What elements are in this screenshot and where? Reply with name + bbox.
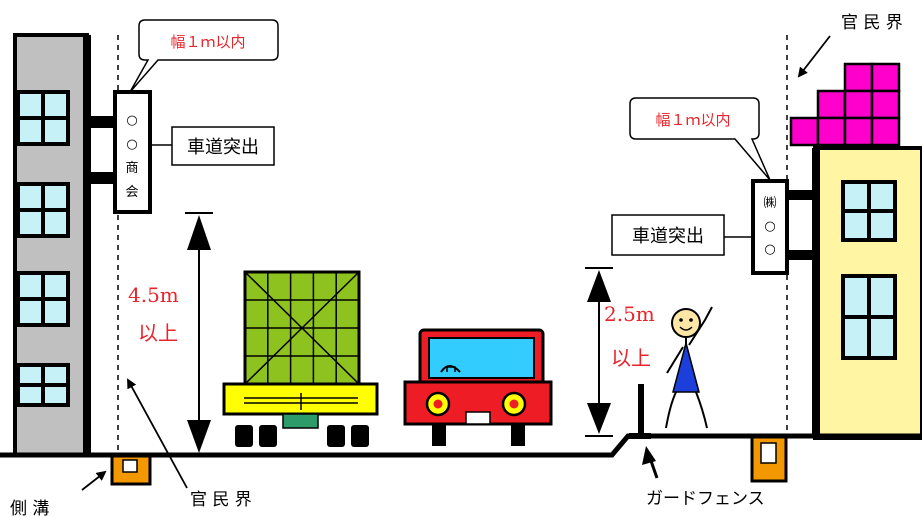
boundary-pointer-arrow-top [797,35,831,78]
truck [222,270,379,447]
right-projecting-sign [751,179,815,275]
roof-block-2 [870,62,901,93]
roof-block-1 [843,62,874,93]
width-limit-label-left: 幅１ｍ以内 [170,33,245,51]
road-protrusion-label-right: 車道突出 [632,226,704,247]
height-left-value: 4.5m [128,283,179,307]
right-sign-char-1: ㈱ [763,196,776,211]
right-sign-char-2: ○ [764,219,775,234]
right-window-2 [841,274,897,360]
left-sign-text: ○ ○ 商会 [125,113,138,200]
side-ditch-label: 側 溝 [10,499,49,518]
right-building-roof [789,62,901,147]
person [665,306,713,429]
right-sign-text: ㈱ ○ ○ [763,196,776,257]
left-window-3 [16,271,70,327]
road-protrusion-label-left: 車道突出 [187,137,259,158]
boundary-label-bottom: 官 民 界 [190,490,252,510]
left-window-4 [16,363,70,407]
side-ditch-left [110,454,152,486]
roof-block-8 [843,116,874,147]
guard-fence [629,384,651,439]
left-sign-char-3: 商 [125,161,138,176]
roof-block-5 [870,89,901,120]
roof-block-7 [816,116,847,147]
road-protrusion-box-left: 車道突出 [150,126,275,166]
height-dimension-right [585,267,613,437]
side-ditch-pointer-arrow [81,470,107,491]
left-projecting-sign [87,90,152,214]
roof-block-6 [789,116,820,147]
speech-bubble-right: 幅１ｍ以内 [629,97,771,181]
left-window-1 [16,90,70,146]
car [403,328,553,446]
guard-fence-pointer-arrow [642,446,659,479]
left-building-windows [16,90,70,407]
roof-block-3 [816,89,847,120]
side-ditch-right [750,435,788,483]
left-window-2 [16,182,70,238]
roof-block-9 [870,116,901,147]
height-right-suffix: 以上 [611,346,651,370]
boundary-label-top-right: 官 民 界 [841,13,903,33]
width-limit-label-right: 幅１ｍ以内 [655,111,730,129]
left-sign-char-1: ○ [126,113,137,128]
left-sign-char-2: ○ [126,137,137,152]
right-window-1 [841,180,897,242]
height-left-suffix: 以上 [138,321,178,345]
height-right-value: 2.5m [604,302,655,326]
boundary-pointer-arrow-bottom [127,378,188,489]
speech-bubble-left: 幅１ｍ以内 [129,19,279,93]
height-dimension-left [185,212,213,456]
right-building-windows [841,180,897,360]
road-protrusion-box-right: 車道突出 [611,214,753,256]
left-sign-char-4: 会 [125,185,138,200]
guard-fence-label: ガードフェンス [646,489,765,509]
right-sign-char-3: ○ [764,242,775,257]
roof-block-4 [843,89,874,120]
